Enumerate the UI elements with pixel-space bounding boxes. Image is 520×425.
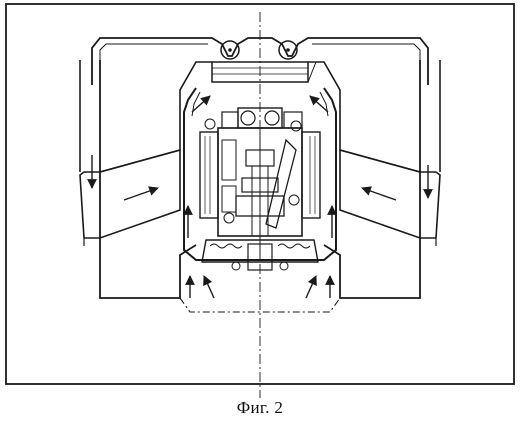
- arrow-bottom-right-1: [305, 275, 317, 299]
- arrow-top-left: [191, 95, 211, 113]
- arrow-top-right: [309, 95, 329, 113]
- left-air-duct: [79, 148, 181, 239]
- right-air-duct: [339, 148, 441, 239]
- arrow-bottom-left-2: [203, 275, 215, 299]
- arrow-right-duct: [361, 186, 397, 201]
- border-frame: [5, 3, 515, 385]
- radiator-block: [211, 61, 317, 83]
- left-housing: [99, 60, 197, 299]
- engine-assembly: [199, 107, 321, 271]
- bottom-opening: [179, 297, 341, 313]
- figure-caption: Фиг. 2: [236, 398, 284, 417]
- top-housing: [91, 37, 429, 85]
- arrow-left-duct: [123, 186, 159, 201]
- fan-left-icon: [220, 40, 240, 60]
- fan-right-icon: [278, 40, 298, 60]
- right-housing: [323, 60, 421, 299]
- flow-arrows: [87, 95, 433, 299]
